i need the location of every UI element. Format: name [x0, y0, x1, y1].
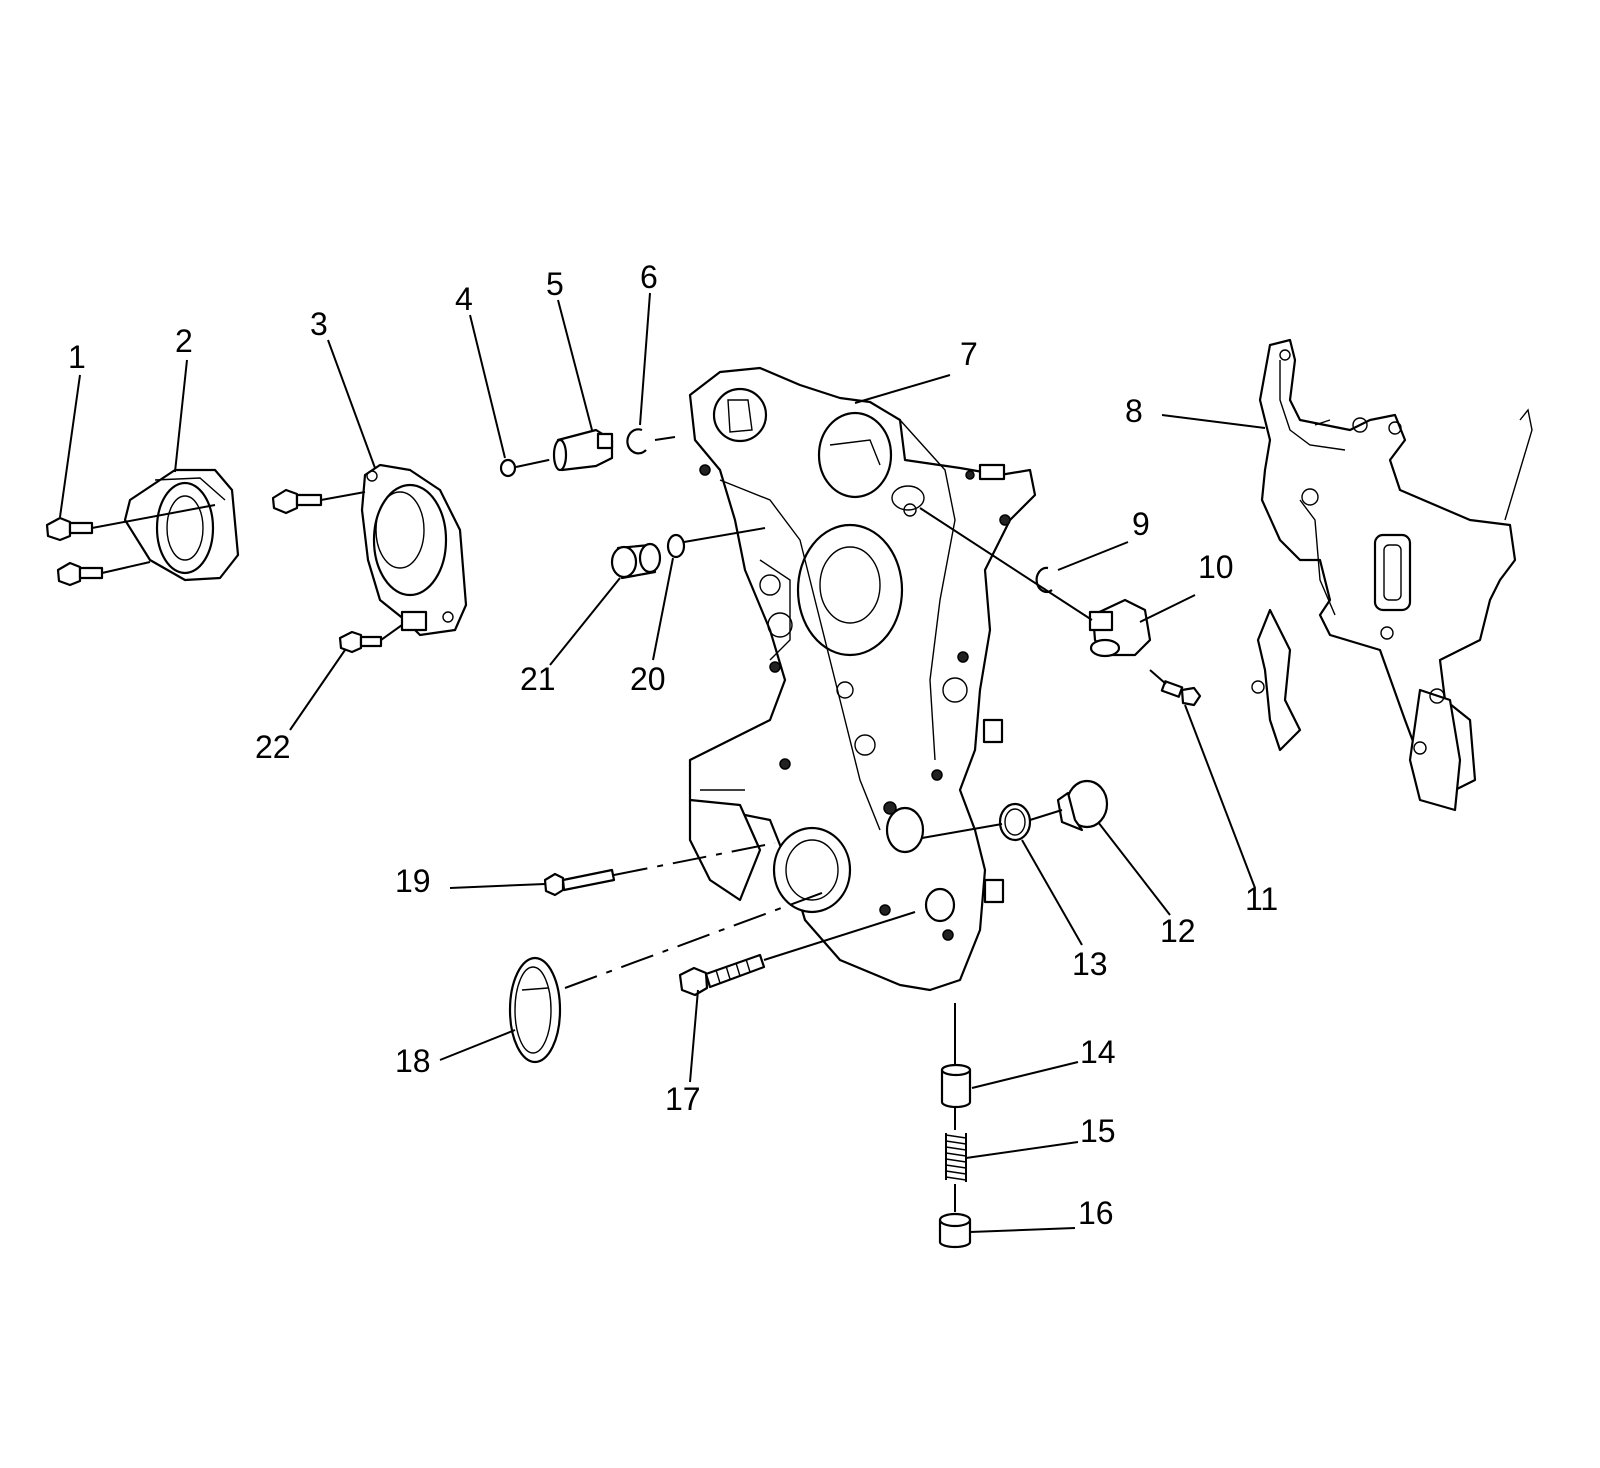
callout-12: 12	[1160, 913, 1196, 949]
part-11-bolt	[1149, 669, 1202, 707]
callout-2: 2	[175, 323, 193, 359]
callout-11: 11	[1245, 881, 1278, 917]
part-4-oring	[499, 457, 559, 478]
callout-5: 5	[546, 266, 564, 302]
part-1-bolts	[45, 504, 216, 587]
callout-labels: 1 2 3 4 5 6 7 8 9 10 11 12 13 14 15 16 1…	[68, 259, 1278, 1231]
part-17-bolt	[678, 911, 916, 997]
part-15-spring	[945, 1133, 967, 1182]
part-8-gasket	[1251, 338, 1533, 812]
part-20-oring	[666, 527, 766, 559]
callout-20: 20	[630, 661, 666, 697]
part-6-clip	[626, 428, 676, 455]
callout-10: 10	[1198, 549, 1234, 585]
part-3-cover	[360, 463, 468, 637]
part-2-housing	[123, 468, 240, 582]
callout-18: 18	[395, 1043, 431, 1079]
leader-lines	[59, 292, 1266, 1233]
callout-4: 4	[455, 281, 473, 317]
part-3-bolts	[271, 488, 403, 654]
callout-16: 16	[1078, 1195, 1114, 1231]
callout-19: 19	[395, 863, 431, 899]
part-12-plug	[1056, 779, 1109, 832]
callout-14: 14	[1080, 1034, 1116, 1070]
part-5-sensor	[552, 428, 614, 472]
callout-13: 13	[1072, 946, 1108, 982]
callout-21: 21	[520, 661, 556, 697]
callout-15: 15	[1080, 1113, 1116, 1149]
part-10-sensor	[919, 507, 1152, 658]
part-13-seal	[921, 802, 1063, 842]
part-21-plug	[610, 542, 662, 580]
part-19-bolt	[543, 842, 776, 897]
callout-9: 9	[1132, 506, 1150, 542]
callout-22: 22	[255, 729, 291, 765]
callout-7: 7	[960, 336, 978, 372]
callout-8: 8	[1125, 393, 1143, 429]
relief-valve-stack	[938, 1003, 972, 1249]
callout-3: 3	[310, 306, 328, 342]
part-7-front-cover	[688, 366, 1037, 992]
part-18-seal	[508, 889, 831, 1064]
callout-6: 6	[640, 259, 658, 295]
callout-1: 1	[68, 339, 86, 375]
callout-17: 17	[665, 1081, 701, 1117]
